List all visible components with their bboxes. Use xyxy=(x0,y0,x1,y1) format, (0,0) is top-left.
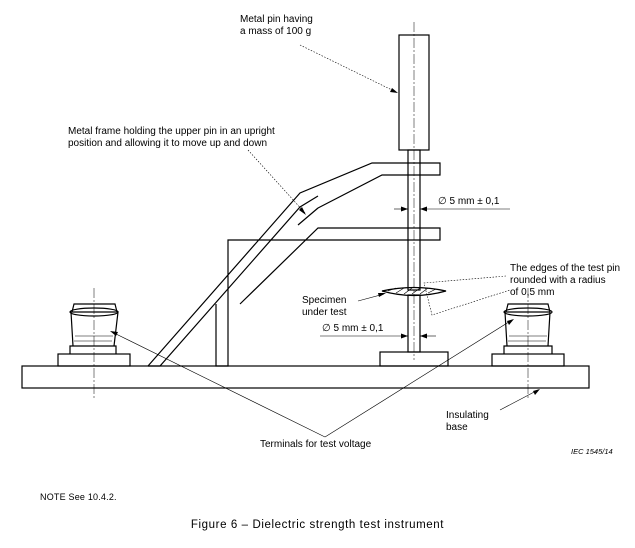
base-leader xyxy=(499,389,539,411)
dim-upper-label: ∅ 5 mm ± 0,1 xyxy=(438,196,500,207)
upper-dimension xyxy=(394,206,510,212)
metal-frame xyxy=(147,162,441,367)
insulating-base xyxy=(21,365,590,389)
dim-lower-label: ∅ 5 mm ± 0,1 xyxy=(322,323,384,334)
terminal-leader-right xyxy=(324,319,513,438)
frame-label: Metal frame holding the upper pin in an … xyxy=(68,126,278,149)
terminal-leader-left xyxy=(111,331,326,438)
metal-pin-leader xyxy=(299,44,397,93)
figure-caption: Figure 6 – Dielectric strength test inst… xyxy=(190,519,445,531)
metal-pin-label: Metal pin having a mass of 100 g xyxy=(240,14,316,37)
frame-leader xyxy=(247,149,306,214)
iec-reference: IEC 1545/14 xyxy=(571,447,613,456)
lower-dimension xyxy=(320,333,436,339)
terminals-label: Terminals for test voltage xyxy=(260,439,372,450)
base-label: Insulating base xyxy=(446,410,492,433)
specimen xyxy=(381,286,447,297)
note-text: NOTE See 10.4.2. xyxy=(40,492,117,502)
specimen-label: Specimen under test xyxy=(302,295,349,318)
edges-label: The edges of the test pin rounded with a… xyxy=(510,263,623,298)
edges-leader xyxy=(423,275,511,316)
